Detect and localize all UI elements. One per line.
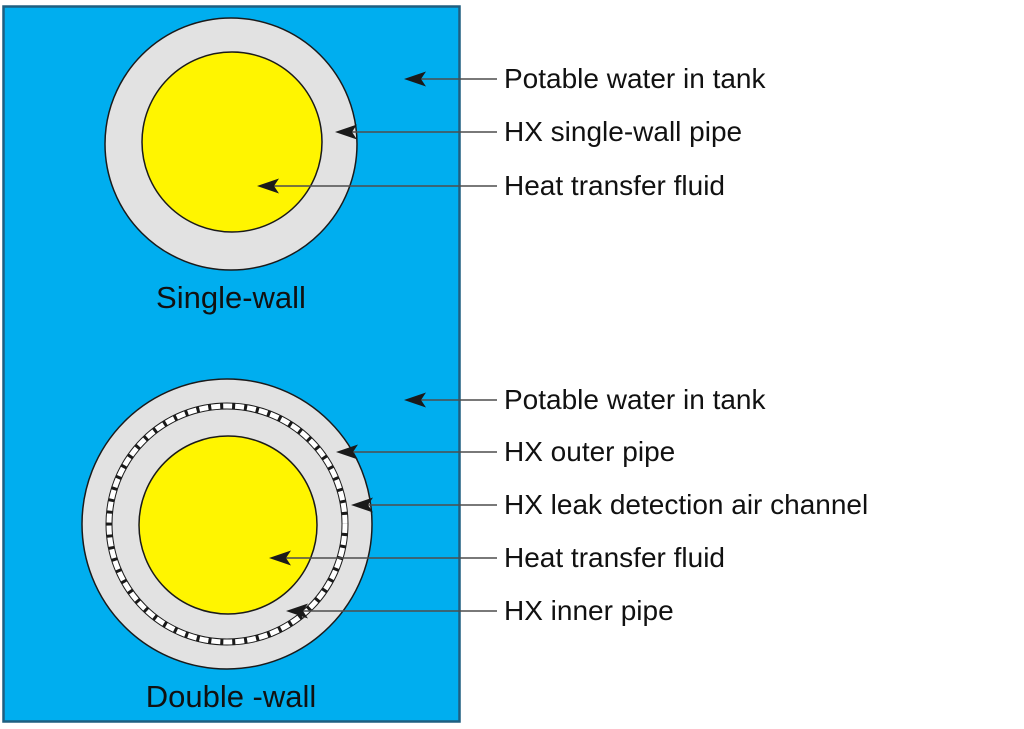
label-single-wall-pipe: HX single-wall pipe: [504, 116, 743, 147]
label-double-heat-transfer-fluid: Heat transfer fluid: [504, 542, 725, 573]
arrow-single-heat-transfer-fluid: [257, 178, 497, 194]
double-wall-fluid-circle: [138, 435, 318, 615]
label-leak-detection-channel: HX leak detection air channel: [504, 489, 869, 520]
arrowhead-icon: [404, 71, 426, 87]
caption-double-wall: Double -wall: [145, 679, 317, 714]
arrowhead-icon: [336, 444, 358, 460]
label-single-heat-transfer-fluid: Heat transfer fluid: [504, 170, 725, 201]
arrow-double-heat-transfer-fluid: [269, 550, 497, 566]
arrowhead-icon: [257, 178, 279, 194]
double-wall-pipe-group: [81, 378, 373, 670]
arrowhead-icon: [404, 392, 426, 408]
caption-single-wall: Single-wall: [156, 280, 306, 315]
arrowhead-icon: [351, 497, 373, 513]
arrow-single-potable-water: [404, 71, 497, 87]
arrowhead-icon: [269, 550, 291, 566]
arrowhead-icon: [286, 603, 308, 619]
label-single-potable-water: Potable water in tank: [504, 63, 766, 94]
single-wall-fluid-circle: [141, 51, 323, 233]
label-inner-pipe: HX inner pipe: [504, 595, 674, 626]
label-outer-pipe: HX outer pipe: [504, 436, 676, 467]
label-double-potable-water: Potable water in tank: [504, 384, 766, 415]
arrow-leak-detection-channel: [351, 497, 497, 513]
arrowhead-icon: [335, 124, 357, 140]
arrow-inner-pipe: [286, 603, 497, 619]
arrow-double-potable-water: [404, 392, 497, 408]
leak-detection-channel-dashes: [106, 403, 348, 645]
single-wall-pipe-group: [104, 17, 358, 271]
arrow-single-wall-pipe: [335, 124, 497, 140]
arrow-outer-pipe: [336, 444, 497, 460]
